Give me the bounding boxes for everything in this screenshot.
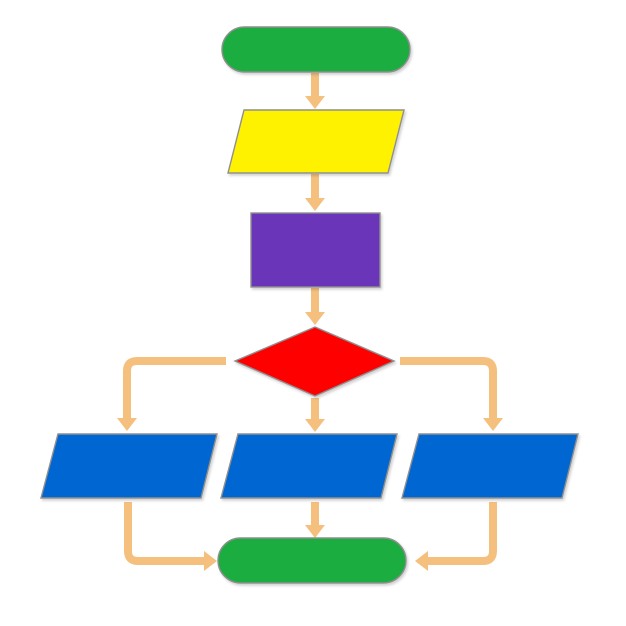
end-terminal xyxy=(217,537,407,584)
decision-diamond xyxy=(233,326,396,397)
edge-output-left-to-end xyxy=(124,502,207,565)
arrowhead-decision-to-output-center xyxy=(305,419,325,432)
output-center-parallelogram xyxy=(220,433,398,499)
arrowhead-output-right-to-end xyxy=(415,551,428,571)
connectors xyxy=(117,73,503,571)
input-parallelogram xyxy=(227,109,405,174)
arrowhead-decision-to-output-right xyxy=(483,418,503,431)
output-right-parallelogram xyxy=(401,433,579,499)
edge-decision-to-output-left xyxy=(123,357,226,421)
output-left-parallelogram xyxy=(40,433,218,499)
process-rectangle xyxy=(250,212,381,288)
start-terminal xyxy=(221,26,411,73)
arrowhead-process-to-decision xyxy=(305,312,325,325)
arrowhead-start-to-input xyxy=(305,96,325,109)
arrowhead-output-center-to-end xyxy=(305,525,325,538)
arrowhead-decision-to-output-left xyxy=(117,418,137,431)
arrowhead-output-left-to-end xyxy=(204,551,217,571)
arrowhead-input-to-process xyxy=(305,198,325,211)
edge-decision-to-output-right xyxy=(400,357,497,421)
nodes xyxy=(40,26,579,584)
edge-output-right-to-end xyxy=(425,502,497,565)
